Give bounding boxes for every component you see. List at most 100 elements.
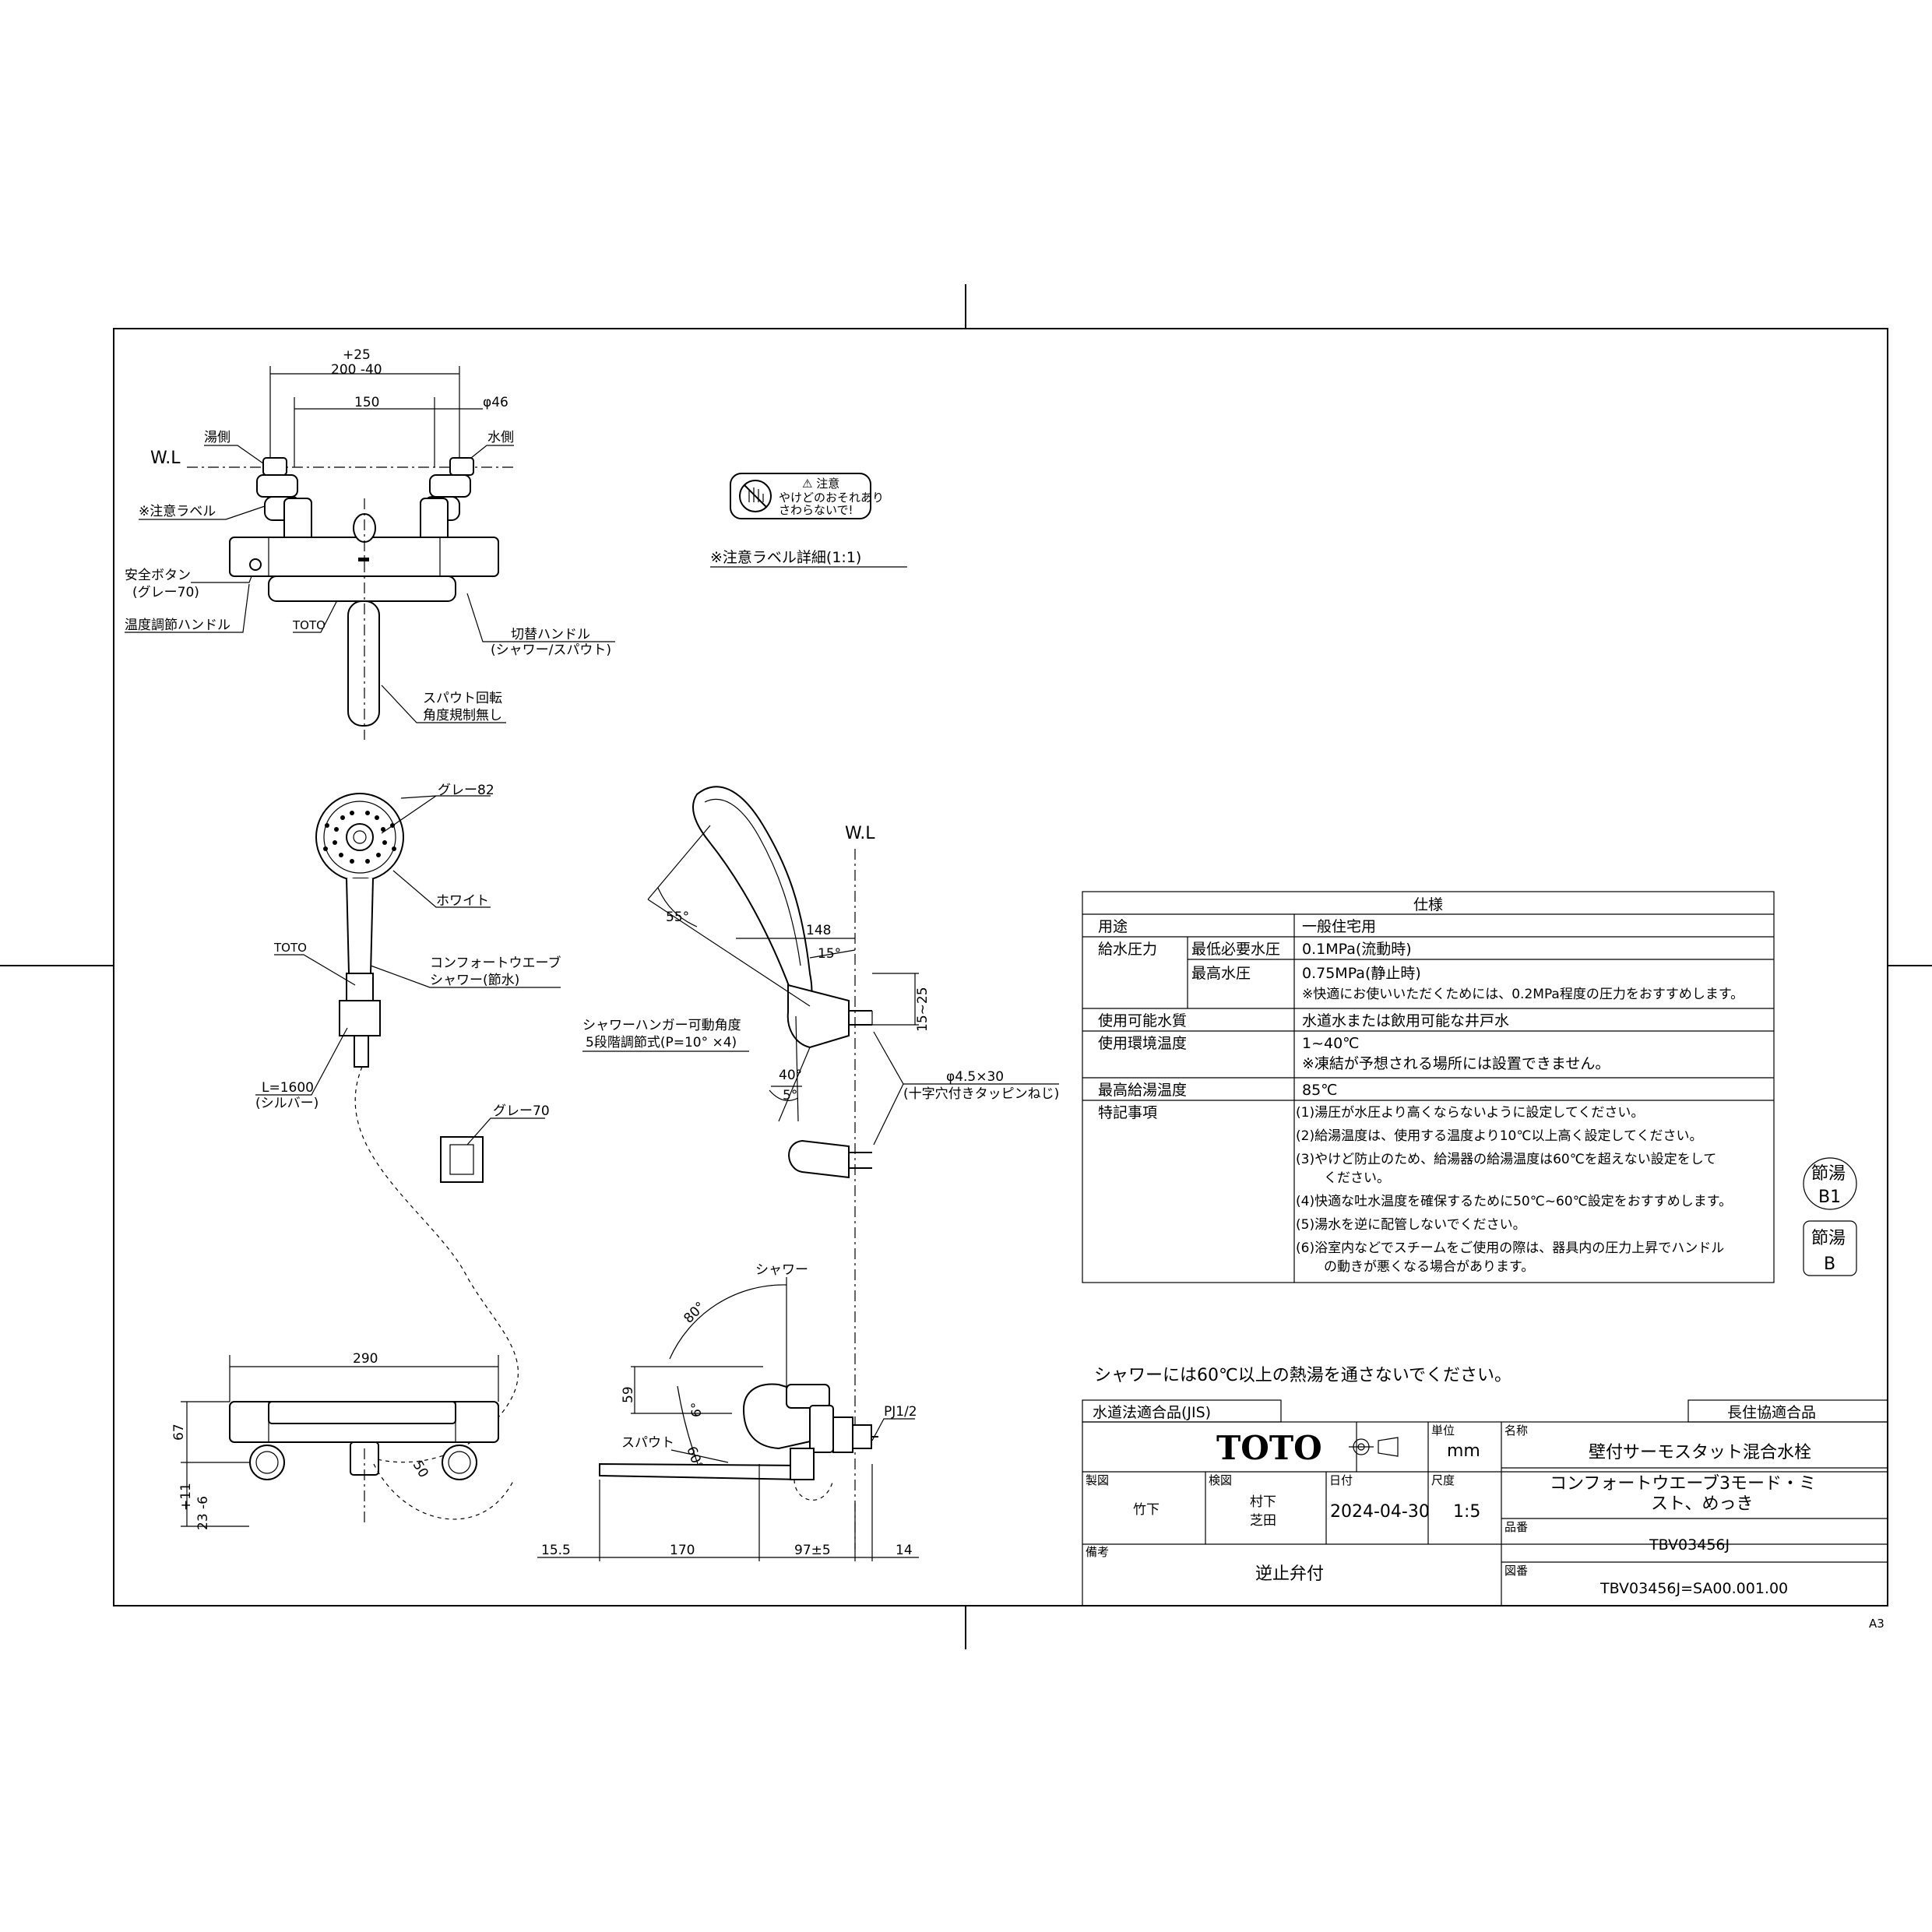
dim-67: 67 <box>171 1423 187 1441</box>
wl-label-top: W.L <box>150 449 181 468</box>
screw-label: φ4.5×30 <box>946 1069 1004 1085</box>
temp-handle-label: 温度調節ハンドル <box>125 618 231 633</box>
note-3: ください。 <box>1324 1170 1390 1186</box>
note-6: (6)浴室内などでスチームをご使用の際は、器具内の圧力上昇でハンドル <box>1296 1240 1724 1256</box>
note-4: (4)快適な吐水温度を確保するために50℃~60℃設定をおすすめします。 <box>1296 1194 1732 1209</box>
note-2: (3)やけど防止のため、給湯器の給湯温度は60℃を超えない設定をして <box>1296 1152 1716 1167</box>
angle-55: 55° <box>666 910 689 925</box>
note-7: の動きが悪くなる場合があります。 <box>1324 1259 1534 1275</box>
dim-170: 170 <box>670 1543 695 1558</box>
dim-200: 200 -40 <box>331 362 382 378</box>
caution-label-detail: ⚠ 注意 やけどのおそれあり さわらないで! ※注意ラベル詳細(1:1) <box>710 473 907 568</box>
caution-detail-caption: ※注意ラベル詳細(1:1) <box>710 549 861 566</box>
spec-row-4-value: 水道水または飲用可能な井戸水 <box>1302 1012 1509 1029</box>
badge-b1-bottom: B1 <box>1818 1188 1841 1207</box>
name-line1: 壁付サーモスタット混合水栓 <box>1589 1443 1811 1462</box>
name-label: 名称 <box>1504 1423 1528 1438</box>
note-1: (2)給湯温度は、使用する温度より10℃以上高く設定してください。 <box>1296 1128 1702 1144</box>
dim-59: 59 <box>621 1386 636 1403</box>
remarks-value: 逆止弁付 <box>1255 1564 1324 1584</box>
spec-row-7-value: 85℃ <box>1302 1082 1338 1099</box>
checked-by-1: 村下 <box>1250 1494 1276 1510</box>
dim-290: 290 <box>353 1351 378 1367</box>
toto-head-label: TOTO <box>273 941 307 955</box>
checked-label: 検図 <box>1209 1473 1232 1487</box>
dim-148: 148 <box>806 923 831 938</box>
badge-b-bottom: B <box>1824 1255 1835 1274</box>
drawing-frame <box>113 328 1888 1606</box>
badge-b1-top: 節湯 <box>1811 1164 1846 1184</box>
wl-label-side: W.L <box>845 824 875 843</box>
gray82-label: グレー82 <box>438 783 494 798</box>
caution-line2: さわらないで! <box>779 503 853 517</box>
spec-row-2-value: 0.75MPa(静止時) <box>1302 965 1421 982</box>
notes-label: 特記事項 <box>1098 1104 1157 1121</box>
drawing-no-label: 図番 <box>1504 1564 1528 1578</box>
spout-rotation-label: スパウト回転 <box>423 691 502 706</box>
spec-row-1-value: 0.1MPa(流動時) <box>1302 941 1412 958</box>
switch-handle-label: 切替ハンドル <box>511 627 590 642</box>
switch-handle-sub: (シャワー/スパウト) <box>491 642 611 658</box>
spec-row-7-label: 最高給湯温度 <box>1098 1082 1187 1099</box>
gray70-label-b: グレー70 <box>493 1103 550 1119</box>
name-line2a: コンフォートウエーブ3モード・ミ <box>1550 1474 1816 1494</box>
drawn-by: 竹下 <box>1133 1502 1160 1518</box>
dim-phi46: φ46 <box>483 395 509 410</box>
unit-value: mm <box>1447 1441 1480 1461</box>
date-label: 日付 <box>1329 1473 1353 1487</box>
cold-side-label: 水側 <box>487 430 514 445</box>
hose-color-label: (シルバー) <box>255 1096 318 1111</box>
spec-row-0-label: 用途 <box>1098 918 1128 935</box>
note-5: (5)湯水を逆に配管しないでください。 <box>1296 1217 1526 1233</box>
dim-15-25: 15~25 <box>915 987 931 1032</box>
date-value: 2024-04-30 <box>1330 1502 1430 1522</box>
hot-side-label: 湯側 <box>204 430 231 445</box>
third-angle-projection-icon <box>1349 1437 1399 1457</box>
spec-header: 仕様 <box>1413 896 1443 913</box>
caution-line1: やけどのおそれあり <box>779 491 884 505</box>
part-value: TBV03456J <box>1649 1536 1730 1554</box>
pj12-label: PJ1/2 <box>884 1404 917 1420</box>
dim-11: +11 <box>178 1483 194 1511</box>
spec-row-5-value: 1~40℃ <box>1302 1035 1360 1052</box>
shower-label: シャワー <box>755 1262 808 1278</box>
hose-length-label: L=1600 <box>262 1080 314 1096</box>
shower-head-front: グレー82 ホワイト TOTO コンフォートウエーブ シャワー(節水) L=16… <box>255 783 561 1463</box>
angle-6: 6° <box>689 1402 705 1417</box>
angle-80: 80° <box>681 1299 708 1326</box>
chojukyo-label: 長住協適合品 <box>1727 1404 1816 1421</box>
dim-14: 14 <box>896 1543 913 1558</box>
white-label: ホワイト <box>436 893 489 909</box>
badge-b-top: 節湯 <box>1811 1229 1846 1248</box>
hanger-steps-label: 5段階調節式(P=10° ×4) <box>586 1035 737 1050</box>
spout-rotation-sub: 角度規制無し <box>423 708 502 723</box>
dim-plus25: +25 <box>343 347 371 363</box>
scale-label: 尺度 <box>1431 1473 1455 1487</box>
checked-by-2: 芝田 <box>1250 1513 1276 1529</box>
caution-title: ⚠ 注意 <box>802 477 839 491</box>
jis-label: 水道法適合品(JIS) <box>1093 1404 1211 1421</box>
part-label: 品番 <box>1504 1520 1528 1534</box>
remarks-label: 備考 <box>1086 1545 1109 1559</box>
toto-logo: TOTO <box>1216 1429 1322 1467</box>
spec-row-2-sub: 最高水圧 <box>1191 965 1251 982</box>
toto-body-label: TOTO <box>292 618 326 632</box>
hanger-angle-label: シャワーハンガー可動角度 <box>582 1018 741 1033</box>
dim-15-5: 15.5 <box>541 1543 571 1558</box>
spec-row-1-label: 給水圧力 <box>1098 941 1157 958</box>
spec-row-1-sub: 最低必要水圧 <box>1191 941 1280 958</box>
badge-b1: 節湯 B1 <box>1803 1157 1857 1210</box>
drawn-label: 製図 <box>1086 1473 1109 1487</box>
side-view-spout: シャワー 80° 59 6° 60° スパウト PJ1/2 15.5 170 <box>537 1262 919 1561</box>
screw-sub-label: (十字穴付きタッピンねじ) <box>903 1086 1059 1102</box>
dim-150: 150 <box>354 395 379 410</box>
hot-water-warning: シャワーには60℃以上の熱湯を通さないでください。 <box>1094 1366 1511 1385</box>
unit-label: 単位 <box>1431 1423 1455 1438</box>
sheet-size: A3 <box>1869 1617 1884 1631</box>
spec-row-0-value: 一般住宅用 <box>1302 918 1376 935</box>
angle-15: 15° <box>818 946 841 962</box>
dim-50: 50 <box>410 1459 431 1481</box>
dim-97: 97±5 <box>794 1543 831 1558</box>
spec-row-4-label: 使用可能水質 <box>1098 1012 1187 1029</box>
